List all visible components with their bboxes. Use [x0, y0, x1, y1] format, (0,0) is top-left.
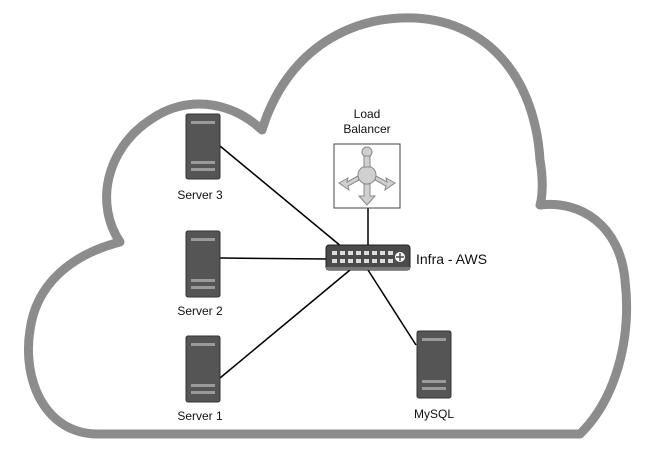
server-1: Server 1: [177, 335, 223, 423]
network-switch: [325, 244, 411, 271]
server-2: Server 2: [177, 230, 223, 318]
link-switch-mysql: [367, 269, 417, 346]
load-balancer-label-line2: Balancer: [343, 122, 390, 136]
server-2-label: Server 2: [177, 304, 223, 318]
load-balancer: Load Balancer: [333, 107, 401, 209]
link-server1-switch: [219, 269, 351, 379]
mysql-db: MySQL: [414, 330, 454, 421]
server-1-label: Server 1: [177, 409, 223, 423]
mysql-label: MySQL: [414, 407, 454, 421]
cloud-shape: [24, 13, 632, 439]
cloud-label: Infra - AWS: [416, 251, 487, 267]
server-3: Server 3: [177, 113, 223, 202]
link-server3-switch: [219, 145, 343, 248]
load-balancer-icon: [338, 146, 396, 206]
link-server2-switch: [219, 257, 329, 260]
load-balancer-label-line1: Load: [354, 107, 381, 121]
connections: [219, 145, 417, 379]
server-3-label: Server 3: [177, 188, 223, 202]
